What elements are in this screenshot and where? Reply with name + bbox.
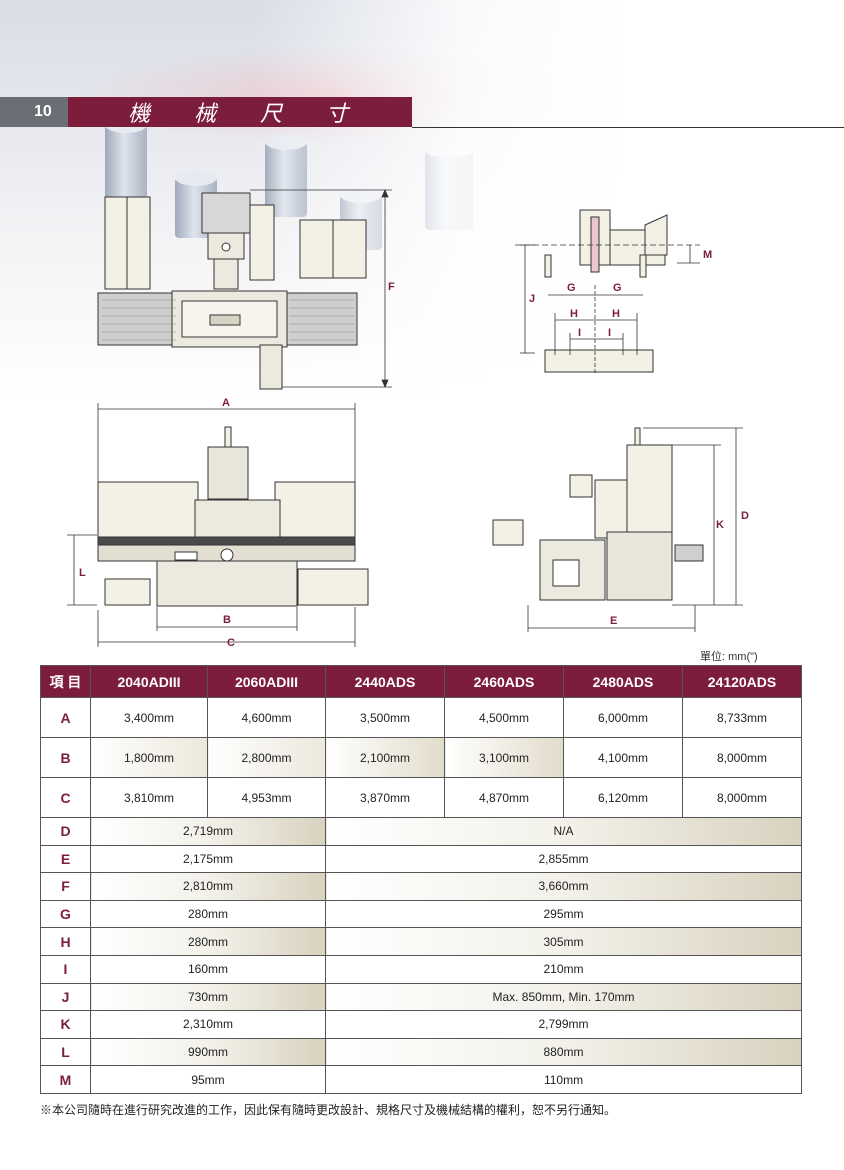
dim-label-b: B [223,614,231,626]
table-cell: 6,120mm [563,777,683,818]
table-cell: 4,500mm [444,697,564,738]
table-row: M 95mm 110mm [40,1065,802,1094]
page-title: 機械尺寸 [68,97,412,127]
row-label: C [40,777,91,818]
dim-label-i-right: I [608,327,611,339]
table-cell: 2,799mm [325,1010,802,1039]
dim-label-c: C [227,637,235,649]
table-cell: 2,855mm [325,844,802,874]
table-cell: N/A [325,817,802,846]
table-row: D 2,719mm N/A [40,817,802,846]
table-row: C 3,810mm 4,953mm 3,870mm 4,870mm 6,120m… [40,777,802,818]
table-cell: 3,660mm [325,872,802,901]
table-cell: 4,100mm [563,737,683,778]
table-cell: 210mm [325,954,802,984]
header-model: 2040ADIII [90,665,208,698]
dim-label-e: E [610,615,617,627]
table-row: J 730mm Max. 850mm, Min. 170mm [40,982,802,1012]
row-label: K [40,1010,91,1039]
table-cell: 3,870mm [325,777,445,818]
table-cell: 95mm [90,1065,326,1094]
table-cell: 3,810mm [90,777,208,818]
side-view-drawing: K D E [492,427,749,632]
row-label: M [40,1065,91,1094]
table-cell: 4,870mm [444,777,564,818]
table-cell: 1,800mm [90,737,208,778]
head-detail-drawing: M G G J H H I I [515,209,712,375]
header-item-label: 項 目 [40,665,91,698]
table-row: G 280mm 295mm [40,899,802,929]
table-cell: 8,000mm [682,777,802,818]
table-cell: 4,953mm [207,777,326,818]
header-photo [0,0,844,400]
table-cell: 6,000mm [563,697,683,738]
row-label: D [40,817,91,846]
header-model: 24120ADS [682,665,802,698]
row-label: E [40,844,91,874]
dim-label-d: D [741,510,749,522]
table-cell: 990mm [90,1037,326,1067]
table-row: B 1,800mm 2,800mm 2,100mm 3,100mm 4,100m… [40,737,802,778]
table-row: I 160mm 210mm [40,954,802,984]
table-cell: 4,600mm [207,697,326,738]
table-cell: 2,719mm [90,817,326,846]
front-view-drawing: A L B C [67,397,369,649]
table-cell: 2,175mm [90,844,326,874]
table-row: L 990mm 880mm [40,1037,802,1067]
table-cell: 160mm [90,954,326,984]
row-label: I [40,954,91,984]
row-label: J [40,982,91,1012]
table-cell: 2,100mm [325,737,445,778]
unit-label: 單位: mm(") [700,651,758,663]
dim-label-i-left: I [578,327,581,339]
row-label: L [40,1037,91,1067]
table-header-row: 項 目 2040ADIII 2060ADIII 2440ADS 2460ADS … [40,665,802,698]
table-cell: 305mm [325,927,802,956]
table-cell: 730mm [90,982,326,1012]
table-cell: 3,400mm [90,697,208,738]
table-row: H 280mm 305mm [40,927,802,956]
dim-label-h-left: H [570,308,578,320]
table-cell: 880mm [325,1037,802,1067]
table-cell: Max. 850mm, Min. 170mm [325,982,802,1012]
header-model: 2060ADIII [207,665,326,698]
table-cell: 2,310mm [90,1010,326,1039]
table-cell: 295mm [325,899,802,929]
table-cell: 2,800mm [207,737,326,778]
page-number: 10 [0,97,68,127]
table-cell: 3,100mm [444,737,564,778]
table-cell: 8,000mm [682,737,802,778]
row-label: G [40,899,91,929]
table-cell: 280mm [90,927,326,956]
header-model: 2440ADS [325,665,445,698]
table-cell: 8,733mm [682,697,802,738]
table-row: K 2,310mm 2,799mm [40,1010,802,1039]
title-rule [412,127,844,128]
dim-label-h-right: H [612,308,620,320]
row-label: F [40,872,91,901]
row-label: A [40,697,91,738]
table-cell: 3,500mm [325,697,445,738]
table-row: E 2,175mm 2,855mm [40,844,802,874]
dim-label-m: M [703,249,712,261]
dimension-table: 項 目 2040ADIII 2060ADIII 2440ADS 2460ADS … [40,665,802,1094]
dim-label-a: A [222,397,230,409]
dim-label-g-right: G [613,282,622,294]
dim-label-f: F [388,281,395,293]
table-cell: 2,810mm [90,872,326,901]
table-row: A 3,400mm 4,600mm 3,500mm 4,500mm 6,000m… [40,697,802,738]
table-row: F 2,810mm 3,660mm [40,872,802,901]
dim-label-l: L [79,567,86,579]
header-model: 2460ADS [444,665,564,698]
table-cell: 280mm [90,899,326,929]
dim-label-j: J [529,293,535,305]
row-label: H [40,927,91,956]
footnote: ※本公司隨時在進行研究改進的工作，因此保有隨時更改設計、規格尺寸及機械結構的權利… [40,1103,617,1117]
top-view-drawing: F [97,188,395,390]
dim-label-g-left: G [567,282,576,294]
table-cell: 110mm [325,1065,802,1094]
header-model: 2480ADS [563,665,683,698]
row-label: B [40,737,91,778]
dim-label-k: K [716,519,724,531]
